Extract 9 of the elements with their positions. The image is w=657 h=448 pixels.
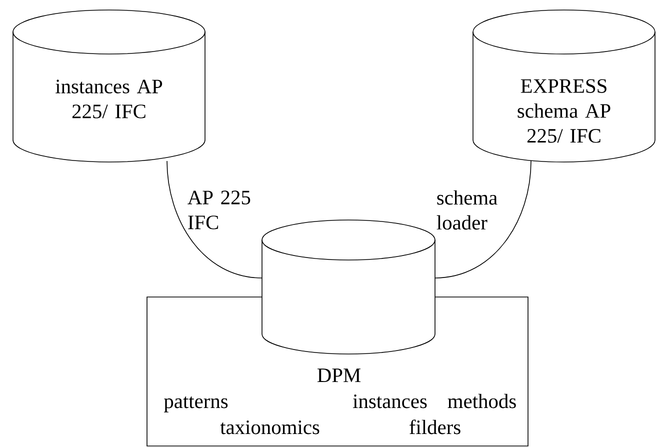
node-label: EXPRESS schema AP 225/ IFC — [518, 79, 610, 143]
database-cylinder: EXPRESS schema AP 225/ IFC — [472, 10, 656, 162]
edge-label: AP 225 IFC — [188, 190, 250, 230]
connector-line — [166, 160, 262, 278]
edge-label: schema loader — [436, 190, 498, 230]
node-label: instances AP 225/ IFC — [56, 80, 162, 118]
connector-line — [434, 160, 532, 278]
database-cylinder: instances AP 225/ IFC — [12, 10, 206, 162]
database-cylinder — [262, 220, 436, 354]
